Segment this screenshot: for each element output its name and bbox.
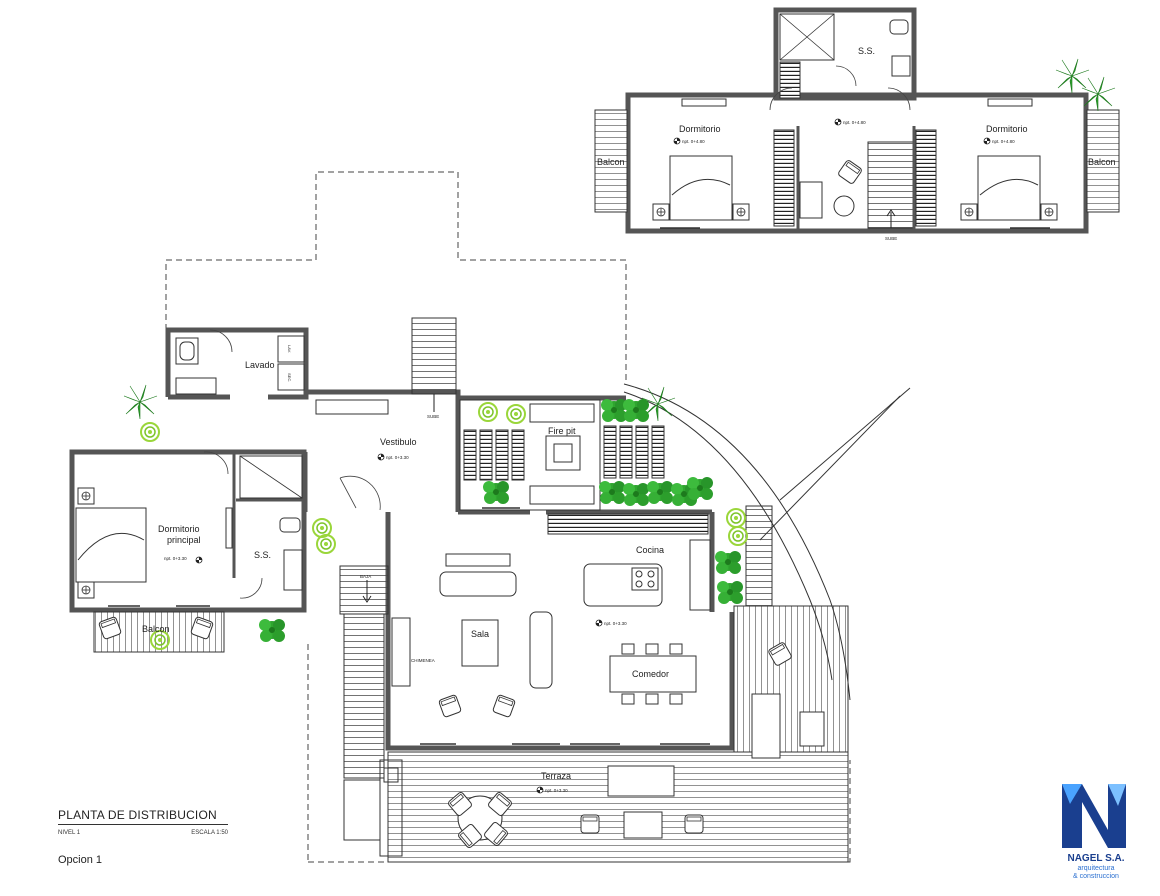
label-master-bedroom-2: principal [167, 535, 201, 545]
label-master-balcony: Balcon [142, 624, 170, 634]
stair-upper-up: SUBE [885, 236, 897, 241]
stair-main-up: SUBE [427, 414, 439, 419]
laundry-fixtures [175, 329, 305, 395]
upper-floor [594, 7, 1120, 234]
company-logo: NAGEL S.A. arquitectura & construccion [1060, 778, 1130, 888]
main-furniture [391, 513, 711, 719]
window-marks [108, 227, 1050, 745]
plan-title: PLANTA DE DISTRIBUCION [58, 808, 228, 825]
logo-line-2: & construccion [1073, 873, 1119, 880]
label-upper-bedroom-left: Dormitorio [679, 124, 721, 134]
plan-level: NIVEL 1 [58, 830, 81, 836]
label-fireplace: CHIMENEA [411, 658, 435, 663]
label-upper-bedroom-right: Dormitorio [986, 124, 1028, 134]
label-fire-pit: Fire pit [548, 426, 576, 436]
dryer-label: SEC. [287, 373, 292, 382]
label-living: Sala [471, 629, 489, 639]
level-kitchen: npt. 0+3.30 [604, 621, 627, 626]
label-upper-balcony-left: Balcon [597, 157, 625, 167]
title-block: PLANTA DE DISTRIBUCION NIVEL 1 ESCALA 1:… [58, 808, 228, 866]
logo-name: NAGEL S.A. [1067, 853, 1125, 864]
logo-tagline: arquitectura & construccion [1060, 865, 1132, 881]
terrace-deck [379, 505, 849, 863]
label-vestibule: Vestibulo [380, 437, 417, 447]
logo-mark-icon [1062, 784, 1126, 848]
garden-path [623, 383, 911, 701]
label-upper-bath: S.S. [858, 46, 875, 56]
level-upper-center: npt. 0+4.80 [843, 120, 866, 125]
level-terrace: npt. 0+3.30 [545, 788, 568, 793]
label-terrace: Terraza [541, 771, 571, 781]
level-vestibule: npt. 0+3.30 [386, 455, 409, 460]
level-upper-left: npt. 0+4.80 [682, 139, 705, 144]
label-upper-balcony-right: Balcon [1088, 157, 1116, 167]
stair-main-down: BAJA [360, 574, 371, 579]
washer-label: LAV. [287, 345, 292, 353]
level-master: npt. 0+3.30 [164, 556, 187, 561]
label-dining: Comedor [632, 669, 669, 679]
label-kitchen: Cocina [636, 545, 664, 555]
label-master-bedroom-1: Dormitorio [158, 524, 200, 534]
plan-scale: ESCALA 1:50 [191, 830, 228, 836]
logo-line-1: arquitectura [1077, 865, 1115, 872]
label-laundry: Lavado [245, 360, 275, 370]
plan-option: Opcion 1 [58, 854, 103, 866]
master-bedroom-furniture [75, 451, 303, 653]
interior-partitions [232, 452, 308, 610]
level-upper-right: npt. 0+4.80 [992, 139, 1015, 144]
label-master-bath: S.S. [254, 550, 271, 560]
plan-meta-row: NIVEL 1 ESCALA 1:50 [58, 830, 228, 836]
fire-pit-area [459, 399, 665, 511]
